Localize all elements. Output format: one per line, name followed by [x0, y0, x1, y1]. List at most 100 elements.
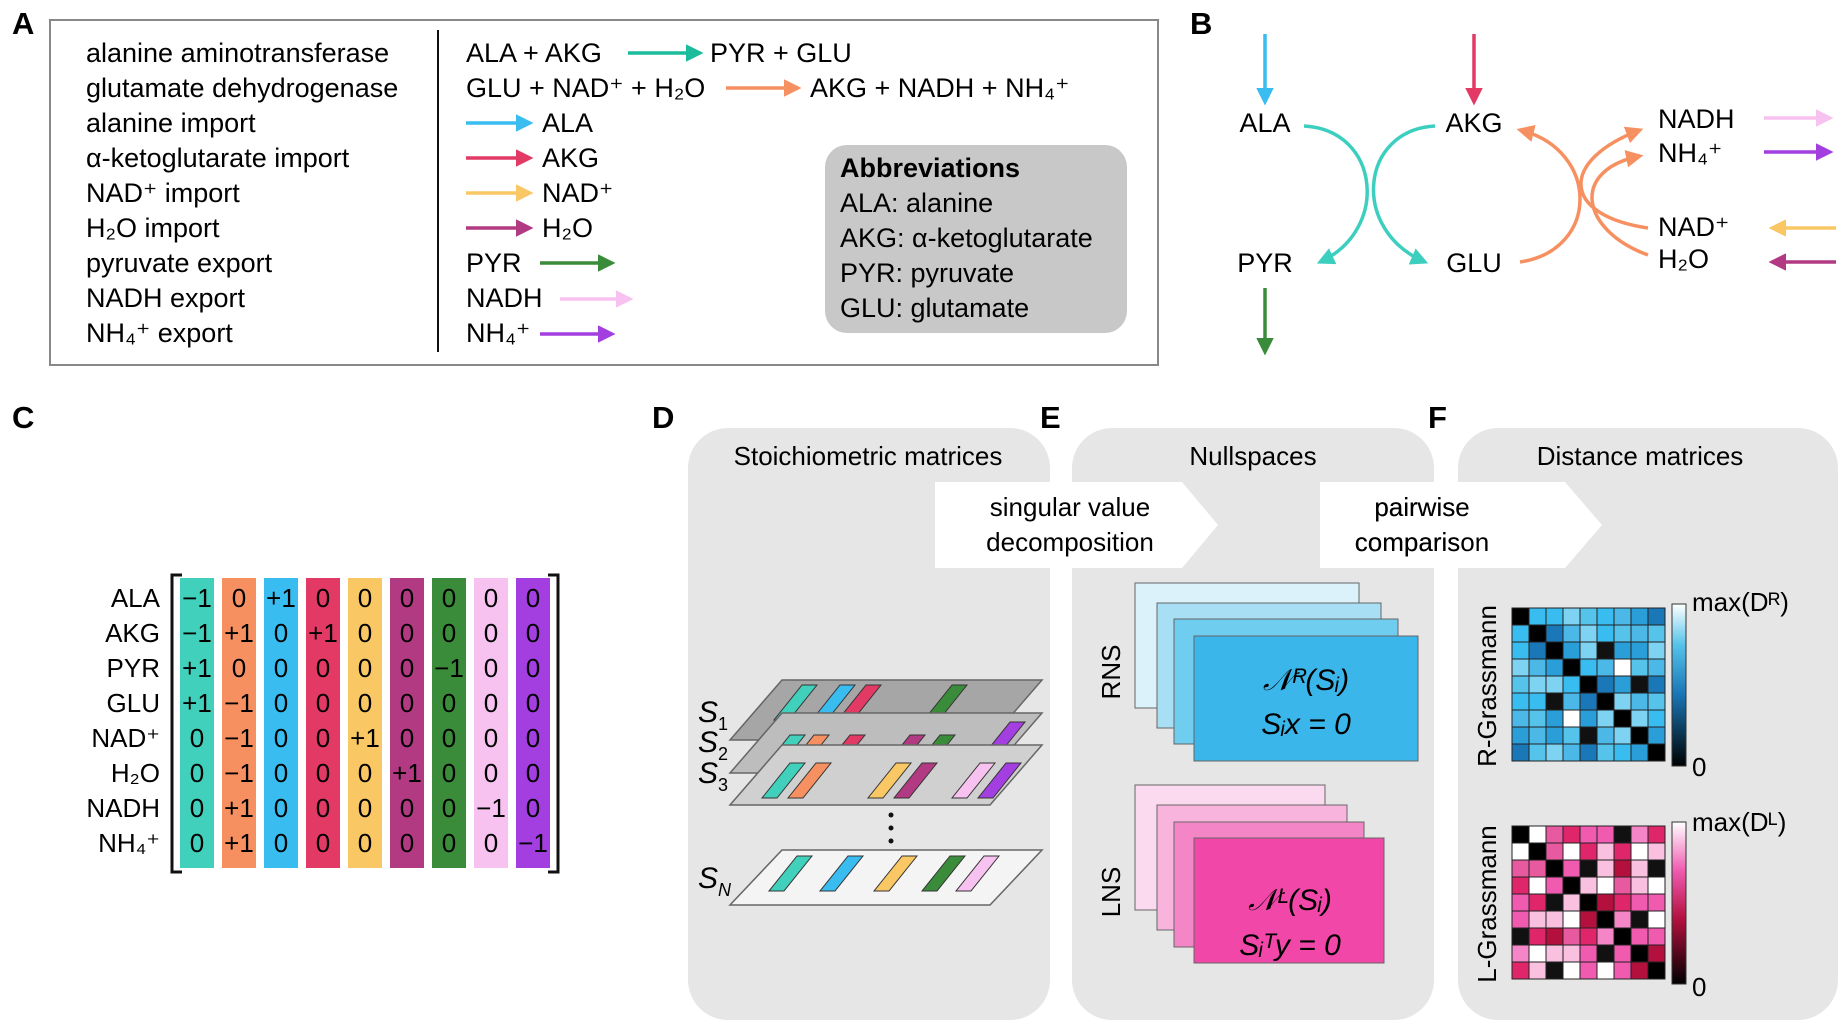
matrix-row-label: H₂O: [111, 758, 160, 788]
heatmap-cell: [1613, 859, 1632, 878]
panel-e-title: Nullspaces: [1189, 441, 1316, 471]
reaction-equations: ALA + AKG PYR + GLU GLU + NAD⁺ + H₂O AKG…: [466, 38, 1069, 348]
heatmap-cell: [1596, 961, 1615, 980]
heatmap-cell: [1613, 944, 1632, 963]
heatmap-cell: [1579, 641, 1598, 660]
heatmap-cell: [1528, 658, 1547, 677]
abbreviation-item: AKG: α-ketoglutarate: [840, 223, 1093, 253]
l-grassmann-label: L-Grassmann: [1472, 825, 1502, 983]
matrix-column-band: [390, 578, 424, 868]
matrix-cell: −1: [224, 688, 254, 718]
heatmap-cell: [1511, 624, 1530, 643]
matrix-columns: [180, 578, 550, 868]
heatmap-cell: [1647, 675, 1666, 694]
l-grassmann-heatmap: [1511, 825, 1666, 980]
matrix-cell: 0: [484, 653, 498, 683]
matrix-bracket-right: [548, 573, 560, 874]
sheet-stripe: [954, 855, 1001, 892]
matrix-cell: 0: [190, 758, 204, 788]
matrix-cell: 0: [442, 618, 456, 648]
matrix-cell: +1: [224, 793, 254, 823]
heatmap-cell: [1511, 641, 1530, 660]
matrix-cell: +1: [350, 723, 380, 753]
heatmap-cell: [1545, 910, 1564, 929]
transaminase-curve-ala: [1303, 124, 1369, 265]
matrix-cell: 0: [484, 828, 498, 858]
panel-d-letter: D: [652, 400, 674, 435]
lns-equation: Sᵢᵀy = 0: [1239, 929, 1341, 962]
heatmap-cell: [1630, 607, 1649, 626]
sheet-stripe: [866, 762, 913, 799]
pairwise-arrow-text: comparison: [1355, 527, 1489, 557]
heatmap-cell: [1596, 675, 1615, 694]
heatmap-cell: [1647, 743, 1666, 762]
heatmap-cell: [1579, 675, 1598, 694]
heatmap-cell: [1511, 859, 1530, 878]
heatmap-cell: [1545, 944, 1564, 963]
heatmap-cell: [1579, 692, 1598, 711]
heatmap-cell: [1579, 726, 1598, 745]
heatmap-cell: [1511, 944, 1530, 963]
matrix-cell: 0: [400, 723, 414, 753]
heatmap-cell: [1630, 675, 1649, 694]
sheet-stripe: [872, 855, 919, 892]
metabolite-nad: NAD⁺: [1658, 212, 1729, 242]
reaction-names: alanine aminotransferase glutamate dehyd…: [86, 38, 398, 348]
heatmap-cell: [1545, 709, 1564, 728]
rns-label: RNS: [1096, 645, 1126, 700]
heatmap-cell: [1562, 726, 1581, 745]
pairwise-arrow-text: pairwise: [1374, 492, 1469, 522]
matrix-column-band: [222, 578, 256, 868]
heatmap-cell: [1613, 876, 1632, 895]
matrix-row-label: NADH: [86, 793, 160, 823]
matrix-cell: 0: [274, 688, 288, 718]
heatmap-cell: [1630, 692, 1649, 711]
matrix-cell: 0: [400, 793, 414, 823]
heatmap-cell: [1511, 675, 1530, 694]
sheet-labels: S1 S2 S3 SN: [698, 696, 732, 900]
heatmap-cell: [1562, 927, 1581, 946]
reaction-name: H₂O import: [86, 213, 220, 243]
heatmap-cell: [1511, 927, 1530, 946]
heatmap-cell: [1579, 842, 1598, 861]
matrix-cell: 0: [442, 758, 456, 788]
heatmap-cell: [1596, 893, 1615, 912]
reaction-right: ALA: [542, 108, 593, 138]
matrix-cell: 0: [232, 653, 246, 683]
matrix-cell: 0: [190, 793, 204, 823]
heatmap-cell: [1562, 825, 1581, 844]
heatmap-cell: [1528, 624, 1547, 643]
heatmap-cell: [1511, 842, 1530, 861]
pairwise-arrow-tip: [1458, 482, 1602, 568]
heatmap-cell: [1528, 944, 1547, 963]
matrix-cell: 0: [358, 828, 372, 858]
heatmap-cell: [1630, 910, 1649, 929]
reaction-right: PYR + GLU: [710, 38, 852, 68]
heatmap-cell: [1613, 641, 1632, 660]
heatmap-cell: [1596, 927, 1615, 946]
heatmap-cell: [1647, 658, 1666, 677]
reaction-name: alanine import: [86, 108, 256, 138]
heatmap-cell: [1579, 825, 1598, 844]
heatmap-cell: [1613, 675, 1632, 694]
label-s2: S2: [698, 726, 728, 764]
abbreviations-title: Abbreviations: [840, 153, 1020, 183]
heatmap-cell: [1596, 859, 1615, 878]
heatmap-cell: [1528, 692, 1547, 711]
heatmap-cell: [1630, 893, 1649, 912]
label-sn: SN: [698, 862, 732, 900]
heatmap-cell: [1647, 624, 1666, 643]
heatmap-cell: [1562, 842, 1581, 861]
matrix-row-label: NH₄⁺: [98, 828, 160, 858]
heatmap-cell: [1613, 658, 1632, 677]
matrix-cell: 0: [316, 758, 330, 788]
sheet-sn: [728, 849, 1044, 906]
sheet-stripe: [818, 855, 865, 892]
matrix-cell: 0: [400, 583, 414, 613]
matrix-cell: 0: [274, 723, 288, 753]
heatmap-cell: [1528, 709, 1547, 728]
heatmap-cell: [1596, 709, 1615, 728]
matrix-cell: 0: [526, 793, 540, 823]
heatmap-cell: [1613, 961, 1632, 980]
